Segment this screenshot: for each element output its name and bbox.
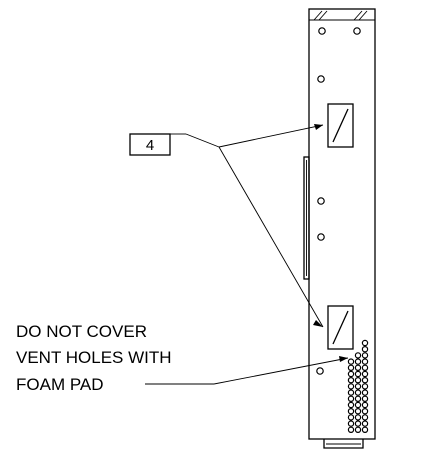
upper-bracket [327,103,354,148]
callout-box [129,133,171,156]
vent-hole [361,370,369,378]
vent-hole [347,401,355,409]
mount-hole [317,197,325,205]
vent-hole [347,370,355,378]
vent-hole [361,389,369,396]
vent-hole [354,352,362,359]
vent-hole [347,420,355,427]
vent-hole [354,426,362,433]
mount-hole [353,27,361,35]
mount-hole [316,367,324,375]
vent-hole [361,426,369,433]
vent-hole [361,414,369,421]
vent-hole [361,408,369,415]
vent-hole [347,383,355,390]
leader-arrowhead [313,320,323,327]
vent-hole [354,389,362,396]
side-rail [303,156,310,280]
vent-hole [354,377,362,384]
vent-hole [361,352,369,359]
vent-hole [361,377,369,384]
note-leader [145,357,349,385]
note-line-3: FOAM PAD [16,375,104,394]
note-line-2: VENT HOLES WITH [16,348,172,367]
note-line-1: DO NOT COVER [16,322,147,341]
callout-number: 4 [146,137,154,154]
vent-hole [361,339,369,347]
vent-hole [347,377,355,384]
vent-hole [347,408,355,415]
vent-holes [347,339,369,433]
panel-foot [323,439,364,449]
vent-hole [354,401,362,409]
vent-hole [354,383,362,390]
vent-hole [361,346,369,353]
vent-hole [354,364,362,371]
vent-hole [361,420,369,427]
vent-hole [347,364,355,371]
leader-arrowhead [314,124,323,130]
lower-bracket [327,305,354,350]
vent-hole [354,358,362,365]
vent-hole [354,370,362,378]
vent-hole [347,426,355,433]
vent-hole [347,389,355,396]
vent-hole [361,401,369,409]
mount-hole [317,233,325,241]
callout-leaders [170,124,324,328]
vent-hole [347,414,355,421]
vent-hole [354,420,362,427]
top-hatch [313,10,368,21]
vent-hole [354,408,362,415]
mount-hole [318,27,326,35]
mount-hole [317,75,325,83]
vent-hole [361,383,369,390]
vent-hole [354,395,362,402]
vent-hole [347,358,355,365]
vent-hole [361,395,369,402]
vent-hole [354,414,362,421]
vent-hole [347,395,355,402]
note-arrowhead [339,356,348,362]
vent-hole [361,358,369,365]
vent-hole [361,364,369,371]
